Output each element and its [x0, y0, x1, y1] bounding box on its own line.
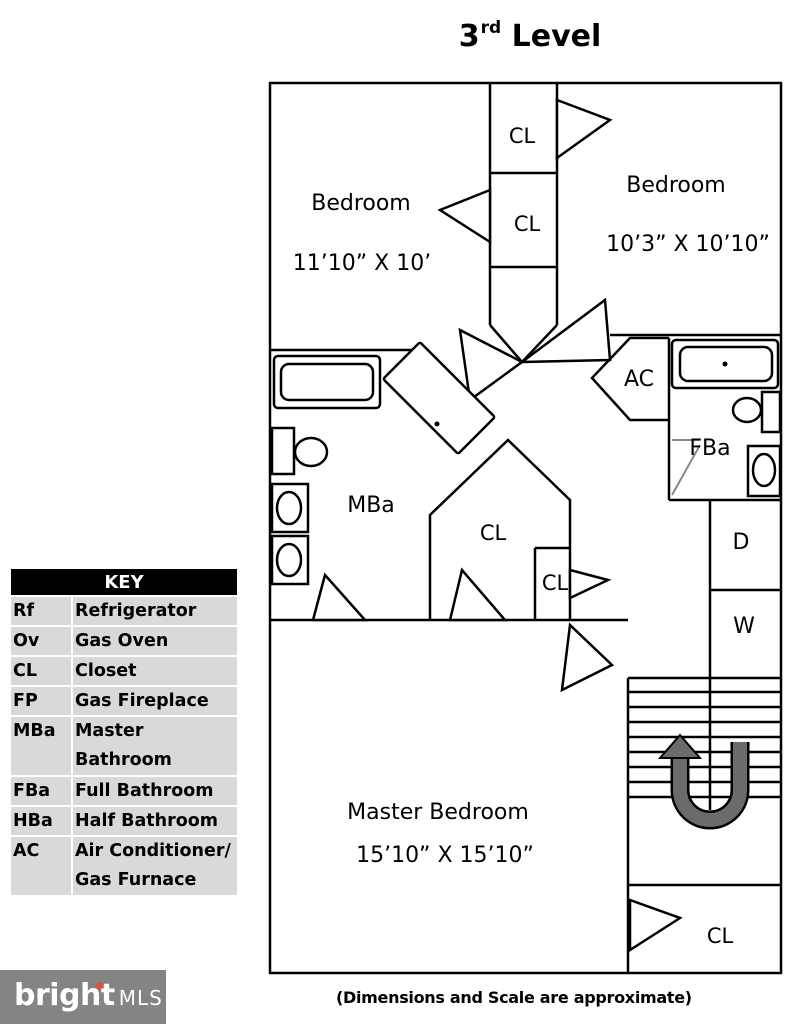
- bedroom-left-dims: 11’10” X 10’: [293, 251, 431, 276]
- watermark-suffix: MLS: [118, 986, 163, 1010]
- key-def: Air Conditioner/Gas Furnace: [73, 837, 237, 895]
- key-row: FP Gas Fireplace: [11, 687, 237, 715]
- door-swing: [518, 297, 612, 364]
- key-row: Rf Refrigerator: [11, 597, 237, 625]
- page-title: 3rd Level: [458, 18, 602, 54]
- key-header: KEY: [11, 569, 237, 595]
- closet-label: CL: [480, 521, 507, 545]
- door-swing: [311, 572, 368, 622]
- key-abbr: MBa: [11, 717, 71, 775]
- key-abbr: FBa: [11, 777, 71, 805]
- key-abbr: AC: [11, 837, 71, 895]
- door-swing: [448, 567, 508, 622]
- door-swing: [458, 327, 525, 403]
- key-row: Ov Gas Oven: [11, 627, 237, 655]
- closet-label: CL: [707, 924, 734, 948]
- key-def: Closet: [73, 657, 237, 685]
- key-row: CL Closet: [11, 657, 237, 685]
- washer-label: W: [733, 614, 755, 639]
- key-abbr: Rf: [11, 597, 71, 625]
- key-row: HBa Half Bathroom: [11, 807, 237, 835]
- door-swing: [560, 622, 615, 693]
- door-swing: [437, 188, 492, 245]
- door-swing: [555, 98, 613, 161]
- key-def: Full Bathroom: [73, 777, 237, 805]
- key-row: FBa Full Bathroom: [11, 777, 237, 805]
- key-abbr: FP: [11, 687, 71, 715]
- scale-disclaimer: (Dimensions and Scale are approximate): [336, 988, 692, 1007]
- dryer-label: D: [733, 530, 750, 555]
- key-abbr: CL: [11, 657, 71, 685]
- master-bedroom-dims: 15’10” X 15’10”: [356, 843, 534, 868]
- bedroom-right-label: Bedroom: [626, 173, 726, 198]
- bedroom-left-label: Bedroom: [311, 191, 411, 216]
- door-swing: [568, 568, 612, 600]
- key-legend: KEY Rf Refrigerator Ov Gas Oven CL Close…: [11, 569, 237, 897]
- bath-fixtures: [270, 338, 782, 586]
- key-abbr: Ov: [11, 627, 71, 655]
- door-swing: [628, 898, 683, 953]
- key-def: Half Bathroom: [73, 807, 237, 835]
- closet-label: CL: [509, 124, 536, 148]
- key-abbr: HBa: [11, 807, 71, 835]
- key-row: AC Air Conditioner/Gas Furnace: [11, 837, 237, 895]
- ac-label: AC: [624, 367, 654, 392]
- closet-label: CL: [514, 212, 541, 236]
- full-bath-label: FBa: [689, 436, 730, 461]
- master-bedroom-label: Master Bedroom: [347, 800, 529, 825]
- key-def: Gas Oven: [73, 627, 237, 655]
- master-bath-label: MBa: [347, 493, 395, 518]
- outer-wall: [268, 81, 783, 975]
- key-def: Refrigerator: [73, 597, 237, 625]
- closet-label: CL: [542, 571, 569, 595]
- bedroom-right-dims: 10’3” X 10’10”: [606, 232, 770, 257]
- key-def: Gas Fireplace: [73, 687, 237, 715]
